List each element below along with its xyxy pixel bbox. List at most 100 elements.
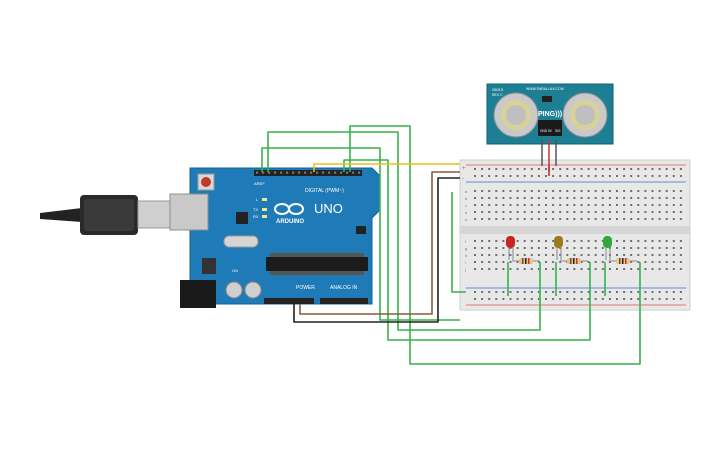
breadboard-hole[interactable] bbox=[495, 298, 498, 300]
breadboard-hole[interactable] bbox=[601, 240, 604, 242]
breadboard-hole[interactable] bbox=[523, 190, 526, 192]
digital-pin-hole[interactable] bbox=[298, 171, 301, 174]
digital-pin-hole[interactable] bbox=[346, 171, 349, 174]
breadboard-hole[interactable] bbox=[587, 254, 590, 256]
breadboard-hole[interactable] bbox=[616, 190, 618, 192]
breadboard-hole[interactable] bbox=[594, 254, 597, 256]
breadboard-hole[interactable] bbox=[608, 218, 611, 220]
digital-pin-hole[interactable] bbox=[340, 171, 343, 174]
breadboard-hole[interactable] bbox=[502, 254, 505, 256]
breadboard-hole[interactable] bbox=[580, 268, 583, 270]
breadboard-hole[interactable] bbox=[601, 298, 604, 300]
breadboard-hole[interactable] bbox=[516, 211, 519, 213]
breadboard-hole[interactable] bbox=[651, 175, 654, 177]
breadboard-hole[interactable] bbox=[481, 254, 484, 256]
breadboard-hole[interactable] bbox=[516, 190, 519, 192]
breadboard-hole[interactable] bbox=[488, 175, 491, 177]
breadboard-hole[interactable] bbox=[630, 211, 633, 213]
breadboard-hole[interactable] bbox=[537, 211, 540, 213]
breadboard-hole[interactable] bbox=[481, 291, 484, 293]
breadboard-hole[interactable] bbox=[665, 291, 668, 293]
breadboard-hole[interactable] bbox=[488, 254, 491, 256]
breadboard-hole[interactable] bbox=[623, 298, 626, 300]
breadboard-hole[interactable] bbox=[672, 211, 675, 213]
breadboard-hole[interactable] bbox=[587, 197, 590, 199]
breadboard-hole[interactable] bbox=[559, 211, 562, 213]
breadboard-hole[interactable] bbox=[552, 204, 555, 206]
breadboard-hole[interactable] bbox=[580, 168, 583, 170]
breadboard-hole[interactable] bbox=[616, 197, 618, 199]
led-yellow[interactable] bbox=[554, 236, 563, 260]
breadboard-hole[interactable] bbox=[651, 211, 654, 213]
breadboard-hole[interactable] bbox=[623, 168, 626, 170]
resistor-2[interactable] bbox=[560, 258, 588, 264]
breadboard-hole[interactable] bbox=[651, 261, 654, 263]
breadboard-hole[interactable] bbox=[616, 268, 618, 270]
breadboard-hole[interactable] bbox=[587, 291, 590, 293]
breadboard-hole[interactable] bbox=[580, 240, 583, 242]
breadboard-hole[interactable] bbox=[608, 298, 611, 300]
breadboard-hole[interactable] bbox=[651, 168, 654, 170]
breadboard-hole[interactable] bbox=[523, 204, 526, 206]
breadboard-hole[interactable] bbox=[481, 261, 484, 263]
breadboard-hole[interactable] bbox=[587, 261, 590, 263]
breadboard-hole[interactable] bbox=[509, 291, 512, 293]
breadboard-hole[interactable] bbox=[644, 268, 647, 270]
breadboard-hole[interactable] bbox=[587, 268, 590, 270]
breadboard-hole[interactable] bbox=[474, 175, 476, 177]
breadboard-hole[interactable] bbox=[530, 168, 533, 170]
breadboard-hole[interactable] bbox=[537, 298, 540, 300]
breadboard-hole[interactable] bbox=[665, 247, 668, 249]
breadboard-hole[interactable] bbox=[616, 247, 618, 249]
breadboard-hole[interactable] bbox=[559, 261, 562, 263]
breadboard-hole[interactable] bbox=[502, 291, 505, 293]
breadboard-hole[interactable] bbox=[509, 190, 512, 192]
breadboard-hole[interactable] bbox=[601, 291, 604, 293]
breadboard-hole[interactable] bbox=[516, 197, 519, 199]
breadboard-hole[interactable] bbox=[594, 261, 597, 263]
breadboard-hole[interactable] bbox=[516, 218, 519, 220]
digital-pin-hole[interactable] bbox=[292, 171, 295, 174]
breadboard-hole[interactable] bbox=[545, 254, 547, 256]
breadboard-hole[interactable] bbox=[530, 298, 533, 300]
breadboard-hole[interactable] bbox=[474, 197, 476, 199]
breadboard-hole[interactable] bbox=[495, 168, 498, 170]
breadboard-hole[interactable] bbox=[623, 218, 626, 220]
breadboard-hole[interactable] bbox=[637, 291, 640, 293]
breadboard-hole[interactable] bbox=[601, 175, 604, 177]
breadboard-hole[interactable] bbox=[573, 190, 576, 192]
breadboard-hole[interactable] bbox=[630, 240, 633, 242]
wire-green-3[interactable] bbox=[343, 159, 591, 341]
breadboard-hole[interactable] bbox=[651, 298, 654, 300]
breadboard-hole[interactable] bbox=[672, 240, 675, 242]
breadboard-hole[interactable] bbox=[488, 197, 491, 199]
breadboard-hole[interactable] bbox=[488, 298, 491, 300]
digital-pin-hole[interactable] bbox=[262, 171, 265, 174]
breadboard-hole[interactable] bbox=[488, 168, 491, 170]
breadboard-hole[interactable] bbox=[644, 218, 647, 220]
breadboard-hole[interactable] bbox=[523, 268, 526, 270]
breadboard-hole[interactable] bbox=[637, 240, 640, 242]
breadboard-hole[interactable] bbox=[651, 197, 654, 199]
breadboard-hole[interactable] bbox=[587, 247, 590, 249]
digital-pin-hole[interactable] bbox=[274, 171, 277, 174]
breadboard-hole[interactable] bbox=[658, 240, 661, 242]
breadboard-hole[interactable] bbox=[488, 211, 491, 213]
breadboard-hole[interactable] bbox=[594, 240, 597, 242]
breadboard-hole[interactable] bbox=[530, 204, 533, 206]
breadboard-hole[interactable] bbox=[580, 298, 583, 300]
breadboard-hole[interactable] bbox=[679, 240, 682, 242]
breadboard-hole[interactable] bbox=[587, 218, 590, 220]
breadboard-hole[interactable] bbox=[594, 190, 597, 192]
breadboard-hole[interactable] bbox=[644, 204, 647, 206]
breadboard-hole[interactable] bbox=[530, 247, 533, 249]
breadboard-hole[interactable] bbox=[502, 211, 505, 213]
breadboard-hole[interactable] bbox=[474, 261, 476, 263]
breadboard-hole[interactable] bbox=[502, 175, 505, 177]
breadboard-hole[interactable] bbox=[623, 175, 626, 177]
ping-ultrasonic-sensor[interactable]: 28015 REV C WWW.PARALLAX.COM PING))) GND… bbox=[486, 83, 614, 172]
breadboard-hole[interactable] bbox=[630, 247, 633, 249]
digital-pin-hole[interactable] bbox=[316, 171, 319, 174]
breadboard-hole[interactable] bbox=[644, 240, 647, 242]
breadboard-hole[interactable] bbox=[623, 204, 626, 206]
